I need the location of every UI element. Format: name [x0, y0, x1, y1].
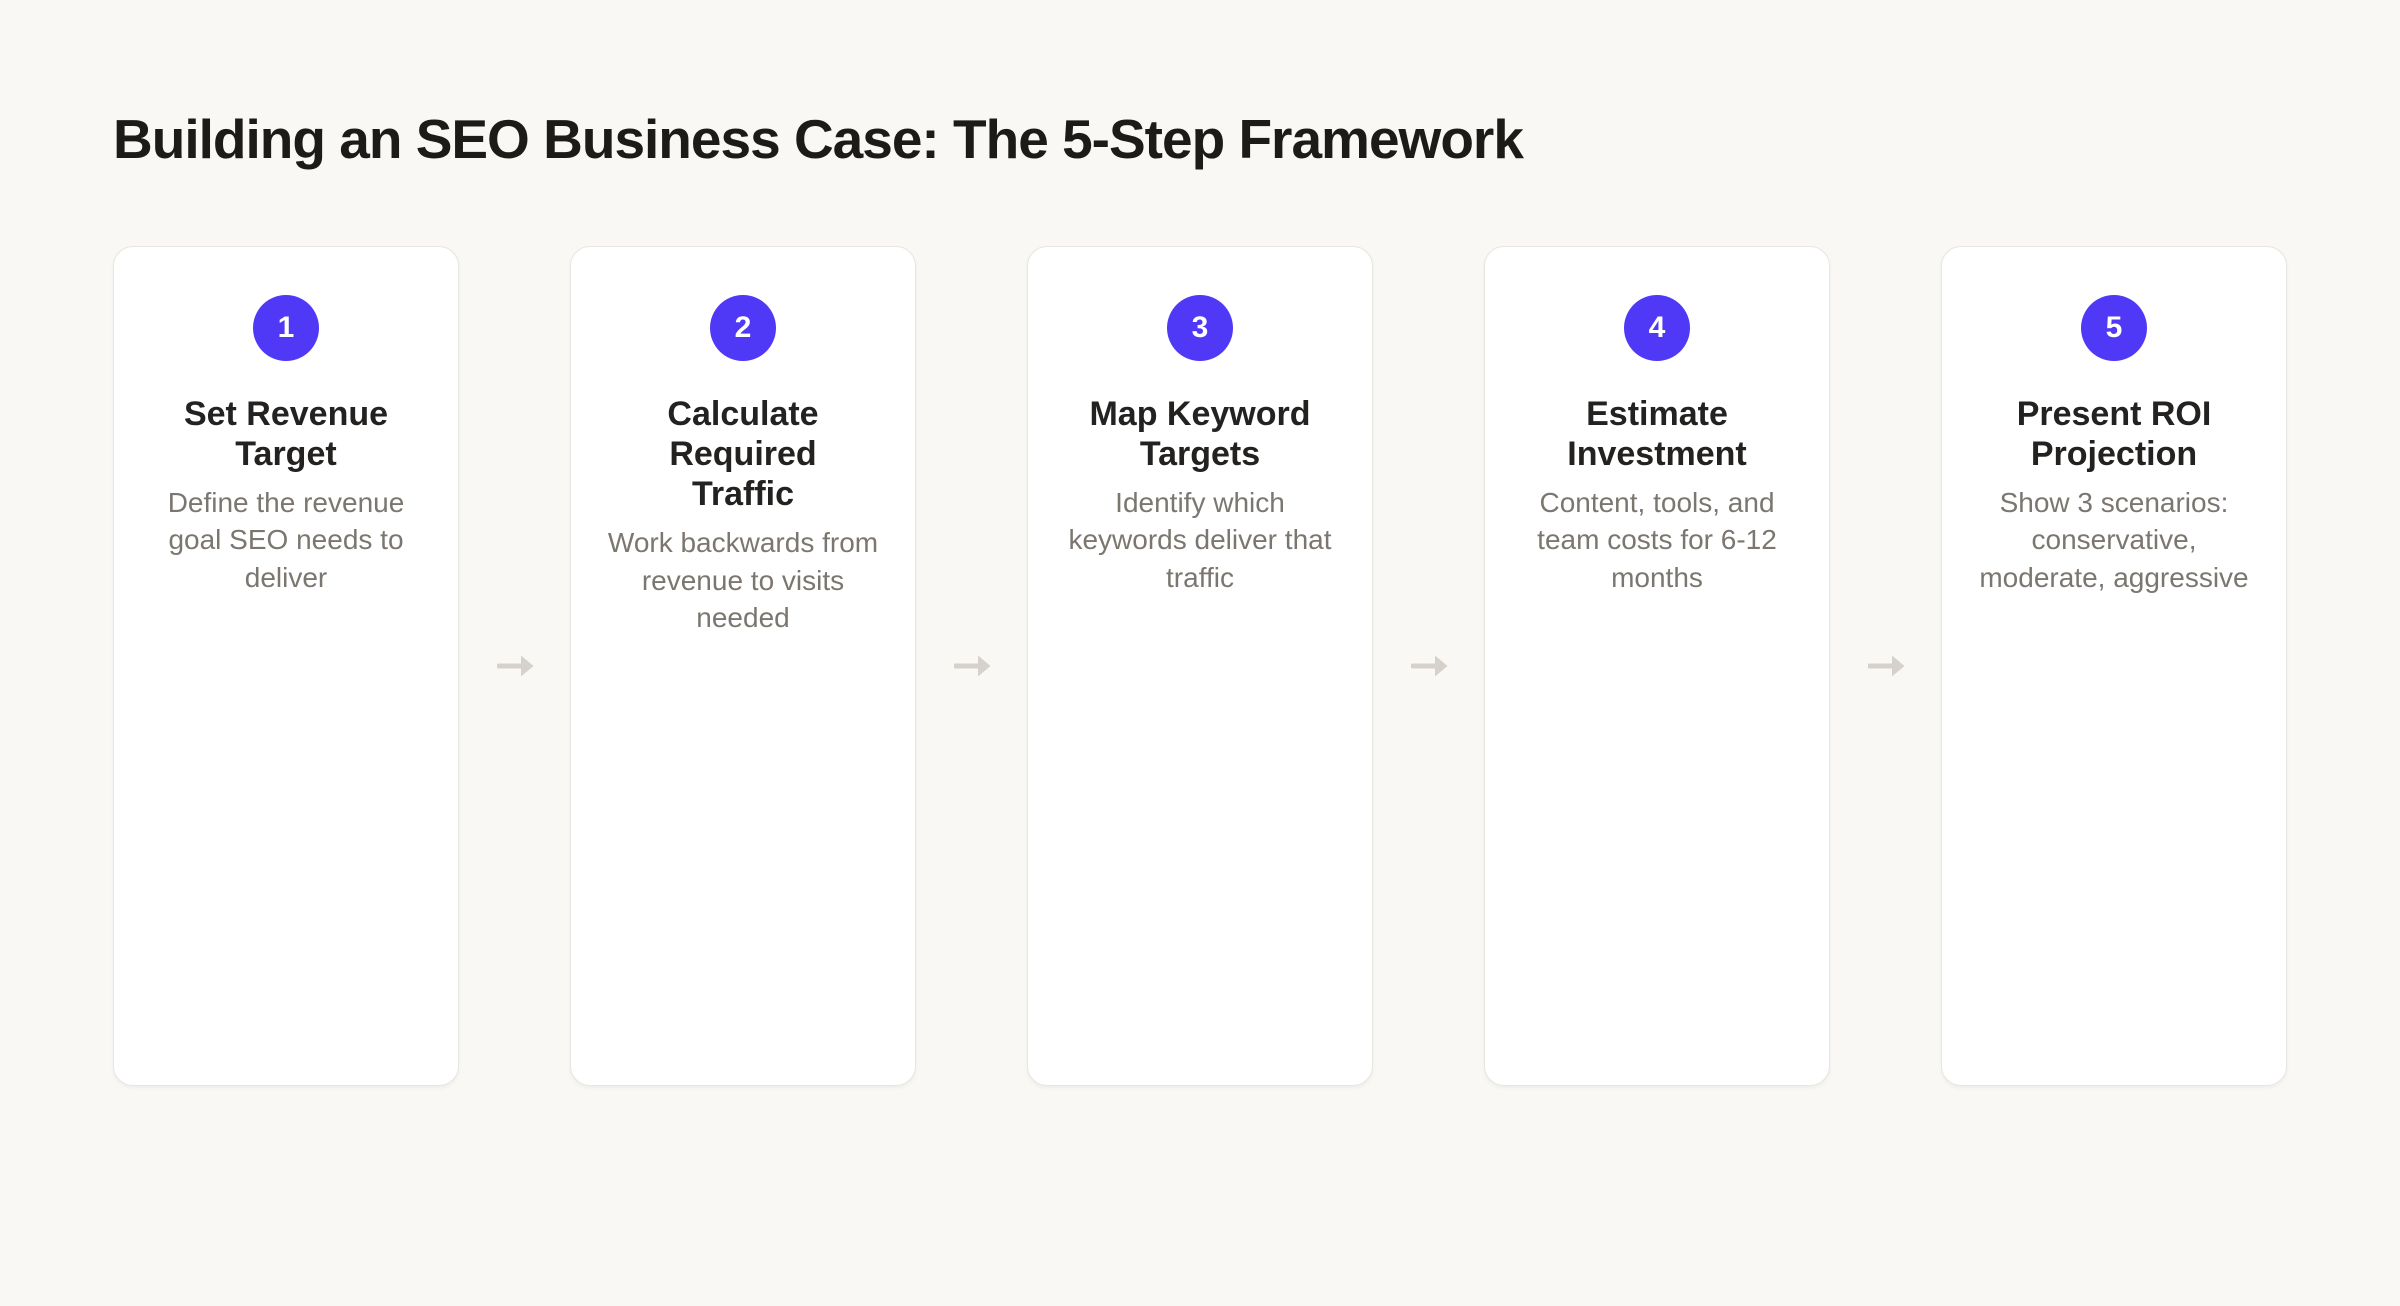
step-description: Content, tools, and team costs for 6-12 …: [1537, 487, 1777, 593]
arrow-right-icon: [916, 246, 1027, 1086]
step-number-badge: 5: [2081, 295, 2147, 361]
step-title: Present ROI Projection: [2016, 395, 2212, 474]
step-card-3: 3 Map Keyword Targets Identify which key…: [1027, 246, 1373, 1086]
step-number-badge: 2: [710, 295, 776, 361]
page: Building an SEO Business Case: The 5-Ste…: [0, 106, 2400, 1306]
step-title: Calculate Required Traffic: [667, 395, 819, 514]
step-description: Define the revenue goal SEO needs to del…: [167, 487, 405, 593]
arrow-right-icon: [1830, 246, 1941, 1086]
step-number-badge: 4: [1624, 295, 1690, 361]
page-title: Building an SEO Business Case: The 5-Ste…: [113, 108, 1524, 170]
step-title: Set Revenue Target: [183, 395, 389, 474]
arrow-right-icon: [459, 246, 570, 1086]
step-card-2: 2 Calculate Required Traffic Work backwa…: [570, 246, 916, 1086]
step-description: Work backwards from revenue to visits ne…: [607, 527, 879, 633]
framework-steps: 1 Set Revenue Target Define the revenue …: [113, 246, 2287, 1086]
step-description: Identify which keywords deliver that tra…: [1068, 487, 1332, 593]
arrow-right-icon: [1373, 246, 1484, 1086]
step-card-5: 5 Present ROI Projection Show 3 scenario…: [1941, 246, 2287, 1086]
step-card-4: 4 Estimate Investment Content, tools, an…: [1484, 246, 1830, 1086]
step-title: Map Keyword Targets: [1089, 395, 1311, 474]
step-title: Estimate Investment: [1567, 395, 1747, 474]
step-description: Show 3 scenarios: conservative, moderate…: [1979, 487, 2249, 593]
step-number-badge: 3: [1167, 295, 1233, 361]
step-card-1: 1 Set Revenue Target Define the revenue …: [113, 246, 459, 1086]
step-number-badge: 1: [253, 295, 319, 361]
